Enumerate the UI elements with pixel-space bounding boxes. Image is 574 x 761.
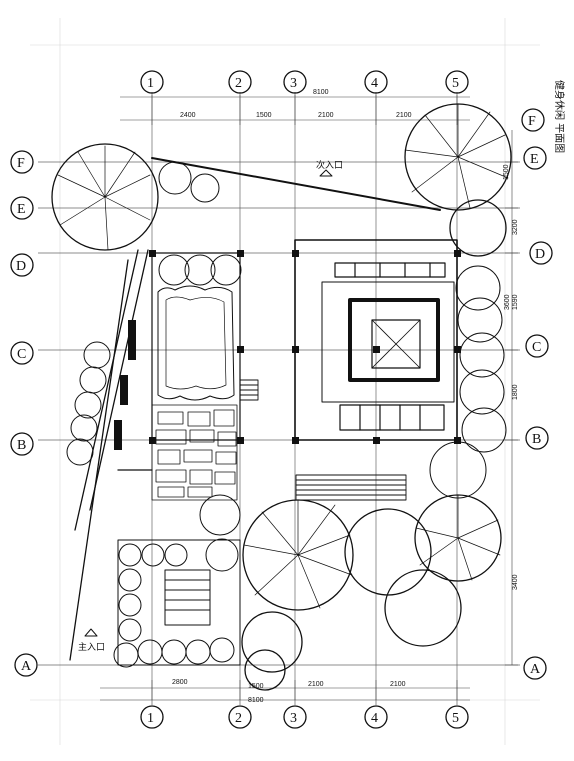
svg-text:4: 4	[371, 76, 378, 91]
sheet-gridlines	[30, 18, 540, 745]
svg-text:C: C	[17, 347, 26, 362]
axis-bubbles-bottom: 1 2 3 4 5	[140, 705, 469, 729]
axis-bubble-left-E: E	[10, 196, 34, 220]
top-span-1: 2400	[180, 112, 196, 119]
svg-text:D: D	[16, 259, 26, 274]
axis-bubble-bottom-5: 5	[445, 705, 469, 729]
svg-text:2: 2	[235, 711, 242, 726]
axis-bubble-bottom-1: 1	[140, 705, 164, 729]
tree-southwest-pair	[241, 611, 303, 691]
top-overall-dimension: 8100	[313, 89, 329, 96]
svg-text:B: B	[532, 432, 541, 447]
svg-text:E: E	[530, 152, 539, 167]
bottom-span-3: 2100	[308, 681, 324, 688]
top-span-4: 2100	[396, 112, 412, 119]
axis-bubble-top-1: 1	[140, 70, 164, 94]
tree-northwest	[51, 143, 159, 251]
axis-bubble-left-B: B	[10, 432, 34, 456]
svg-text:1: 1	[147, 711, 154, 726]
right-dim-inner-1: 3600	[504, 294, 511, 310]
axis-bubble-top-4: 4	[364, 70, 388, 94]
right-dim-3: 1590	[512, 294, 519, 310]
bottom-overall-dimension: 8100	[248, 697, 264, 704]
right-dim-4: 1800	[512, 384, 519, 400]
svg-text:1: 1	[147, 76, 154, 91]
side-note: 健身休闲 平面图	[553, 80, 566, 153]
axis-grid	[38, 95, 520, 700]
tree-south-east	[414, 494, 502, 582]
axis-bubble-bottom-3: 3	[283, 705, 307, 729]
svg-text:F: F	[528, 114, 536, 129]
axis-bubble-left-A: A	[14, 653, 38, 677]
axis-bubble-right-A: A	[523, 656, 547, 680]
svg-text:E: E	[17, 202, 26, 217]
bottom-span-1: 2800	[172, 679, 188, 686]
right-dimension-chain	[505, 130, 518, 666]
secondary-entrance: 次入口	[316, 159, 343, 177]
svg-text:D: D	[535, 247, 545, 262]
right-dim-1: 1500	[503, 164, 510, 180]
svg-text:3: 3	[290, 76, 297, 91]
top-span-2: 1500	[256, 112, 272, 119]
side-note-text: 健身休闲 平面图	[553, 80, 566, 153]
tree-south-low	[384, 569, 462, 647]
axis-bubbles-top: 1 2 3 4 5	[140, 70, 469, 94]
axis-bubbles-right: F E D C B A	[521, 108, 553, 680]
axis-bubble-right-D: D	[529, 241, 553, 265]
svg-text:5: 5	[452, 76, 459, 91]
tree-south-center	[242, 499, 354, 611]
column-posts	[149, 250, 461, 444]
svg-text:2: 2	[235, 76, 242, 91]
bottom-span-2: 1500	[248, 683, 264, 690]
svg-text:F: F	[17, 156, 25, 171]
axis-bubble-right-F: F	[521, 108, 545, 132]
top-span-3: 2100	[318, 112, 334, 119]
axis-bubble-top-2: 2	[228, 70, 252, 94]
shrubs	[66, 161, 507, 668]
main-entrance: 主入口	[78, 628, 105, 653]
tree-south-mid	[344, 508, 432, 596]
axis-bubble-right-C: C	[525, 334, 549, 358]
svg-text:5: 5	[452, 711, 459, 726]
axis-bubble-left-D: D	[10, 253, 34, 277]
axis-bubble-bottom-2: 2	[228, 705, 252, 729]
axis-bubble-left-F: F	[10, 150, 34, 174]
water-feature	[157, 285, 235, 401]
right-dim-2: 3200	[512, 219, 519, 235]
axis-bubble-bottom-4: 4	[364, 705, 388, 729]
svg-text:B: B	[17, 438, 26, 453]
lower-garden	[117, 539, 241, 666]
main-entrance-label: 主入口	[78, 641, 105, 653]
svg-text:3: 3	[290, 711, 297, 726]
steps	[239, 379, 407, 501]
svg-text:A: A	[530, 662, 541, 677]
axis-bubble-top-3: 3	[283, 70, 307, 94]
west-blocks	[114, 320, 136, 450]
secondary-entrance-label: 次入口	[316, 159, 343, 171]
tree-northeast	[404, 103, 512, 211]
svg-text:4: 4	[371, 711, 378, 726]
top-dimension-chain	[120, 92, 470, 125]
axis-bubble-right-E: E	[523, 146, 547, 170]
bottom-span-4: 2100	[390, 681, 406, 688]
furniture	[334, 262, 446, 431]
tree-east	[449, 199, 507, 257]
bottom-dimension-chain	[100, 680, 470, 705]
axis-bubbles-left: F E D C B A	[10, 150, 38, 677]
trees	[51, 103, 512, 691]
svg-text:C: C	[532, 340, 541, 355]
svg-text:A: A	[21, 659, 32, 674]
axis-bubble-top-5: 5	[445, 70, 469, 94]
stone-paving	[151, 404, 238, 501]
axis-bubble-right-B: B	[525, 426, 549, 450]
axis-bubble-left-C: C	[10, 341, 34, 365]
right-dim-5: 3400	[512, 574, 519, 590]
west-edge	[69, 249, 153, 661]
